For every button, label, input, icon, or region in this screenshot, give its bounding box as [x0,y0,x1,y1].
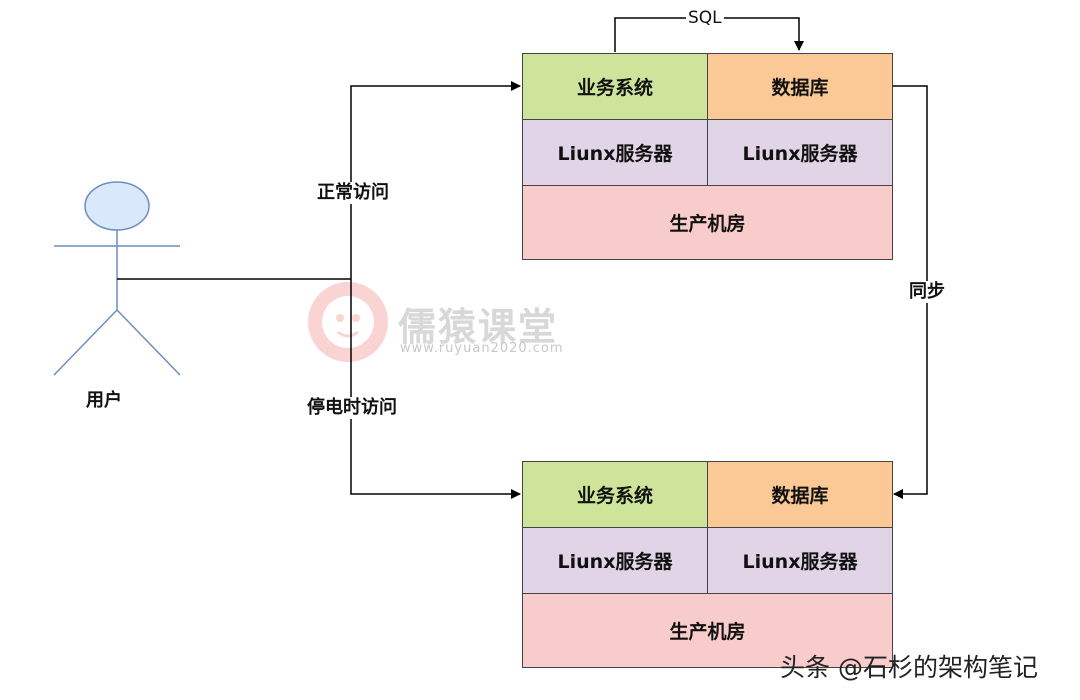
watermark-url: www.ruyuan2020.com [400,341,564,356]
outage-access-arrow [350,279,521,499]
watermark-brand: 儒猿课堂 [398,305,559,349]
watermark-logo-icon [308,282,388,362]
production-room-node: 生产机房 [522,593,893,668]
normal-access-label: 正常访问 [315,182,391,204]
normal-access-arrow [350,81,521,279]
footer-credit: 头条 @石杉的架构笔记 [780,653,1038,682]
linux-server-node-left: Liunx服务器 [522,119,708,186]
production-room-node: 生产机房 [522,185,893,260]
sql-label: SQL [686,7,724,29]
database-node: 数据库 [707,461,893,528]
business-system-node: 业务系统 [522,53,708,120]
sync-label: 同步 [907,281,947,303]
outage-access-label: 停电时访问 [305,397,399,419]
database-node: 数据库 [707,53,893,120]
user-actor-icon [53,181,181,376]
linux-server-node-right: Liunx服务器 [707,527,893,594]
business-system-node: 业务系统 [522,461,708,528]
linux-server-node-left: Liunx服务器 [522,527,708,594]
linux-server-node-right: Liunx服务器 [707,119,893,186]
user-label: 用户 [84,390,124,412]
